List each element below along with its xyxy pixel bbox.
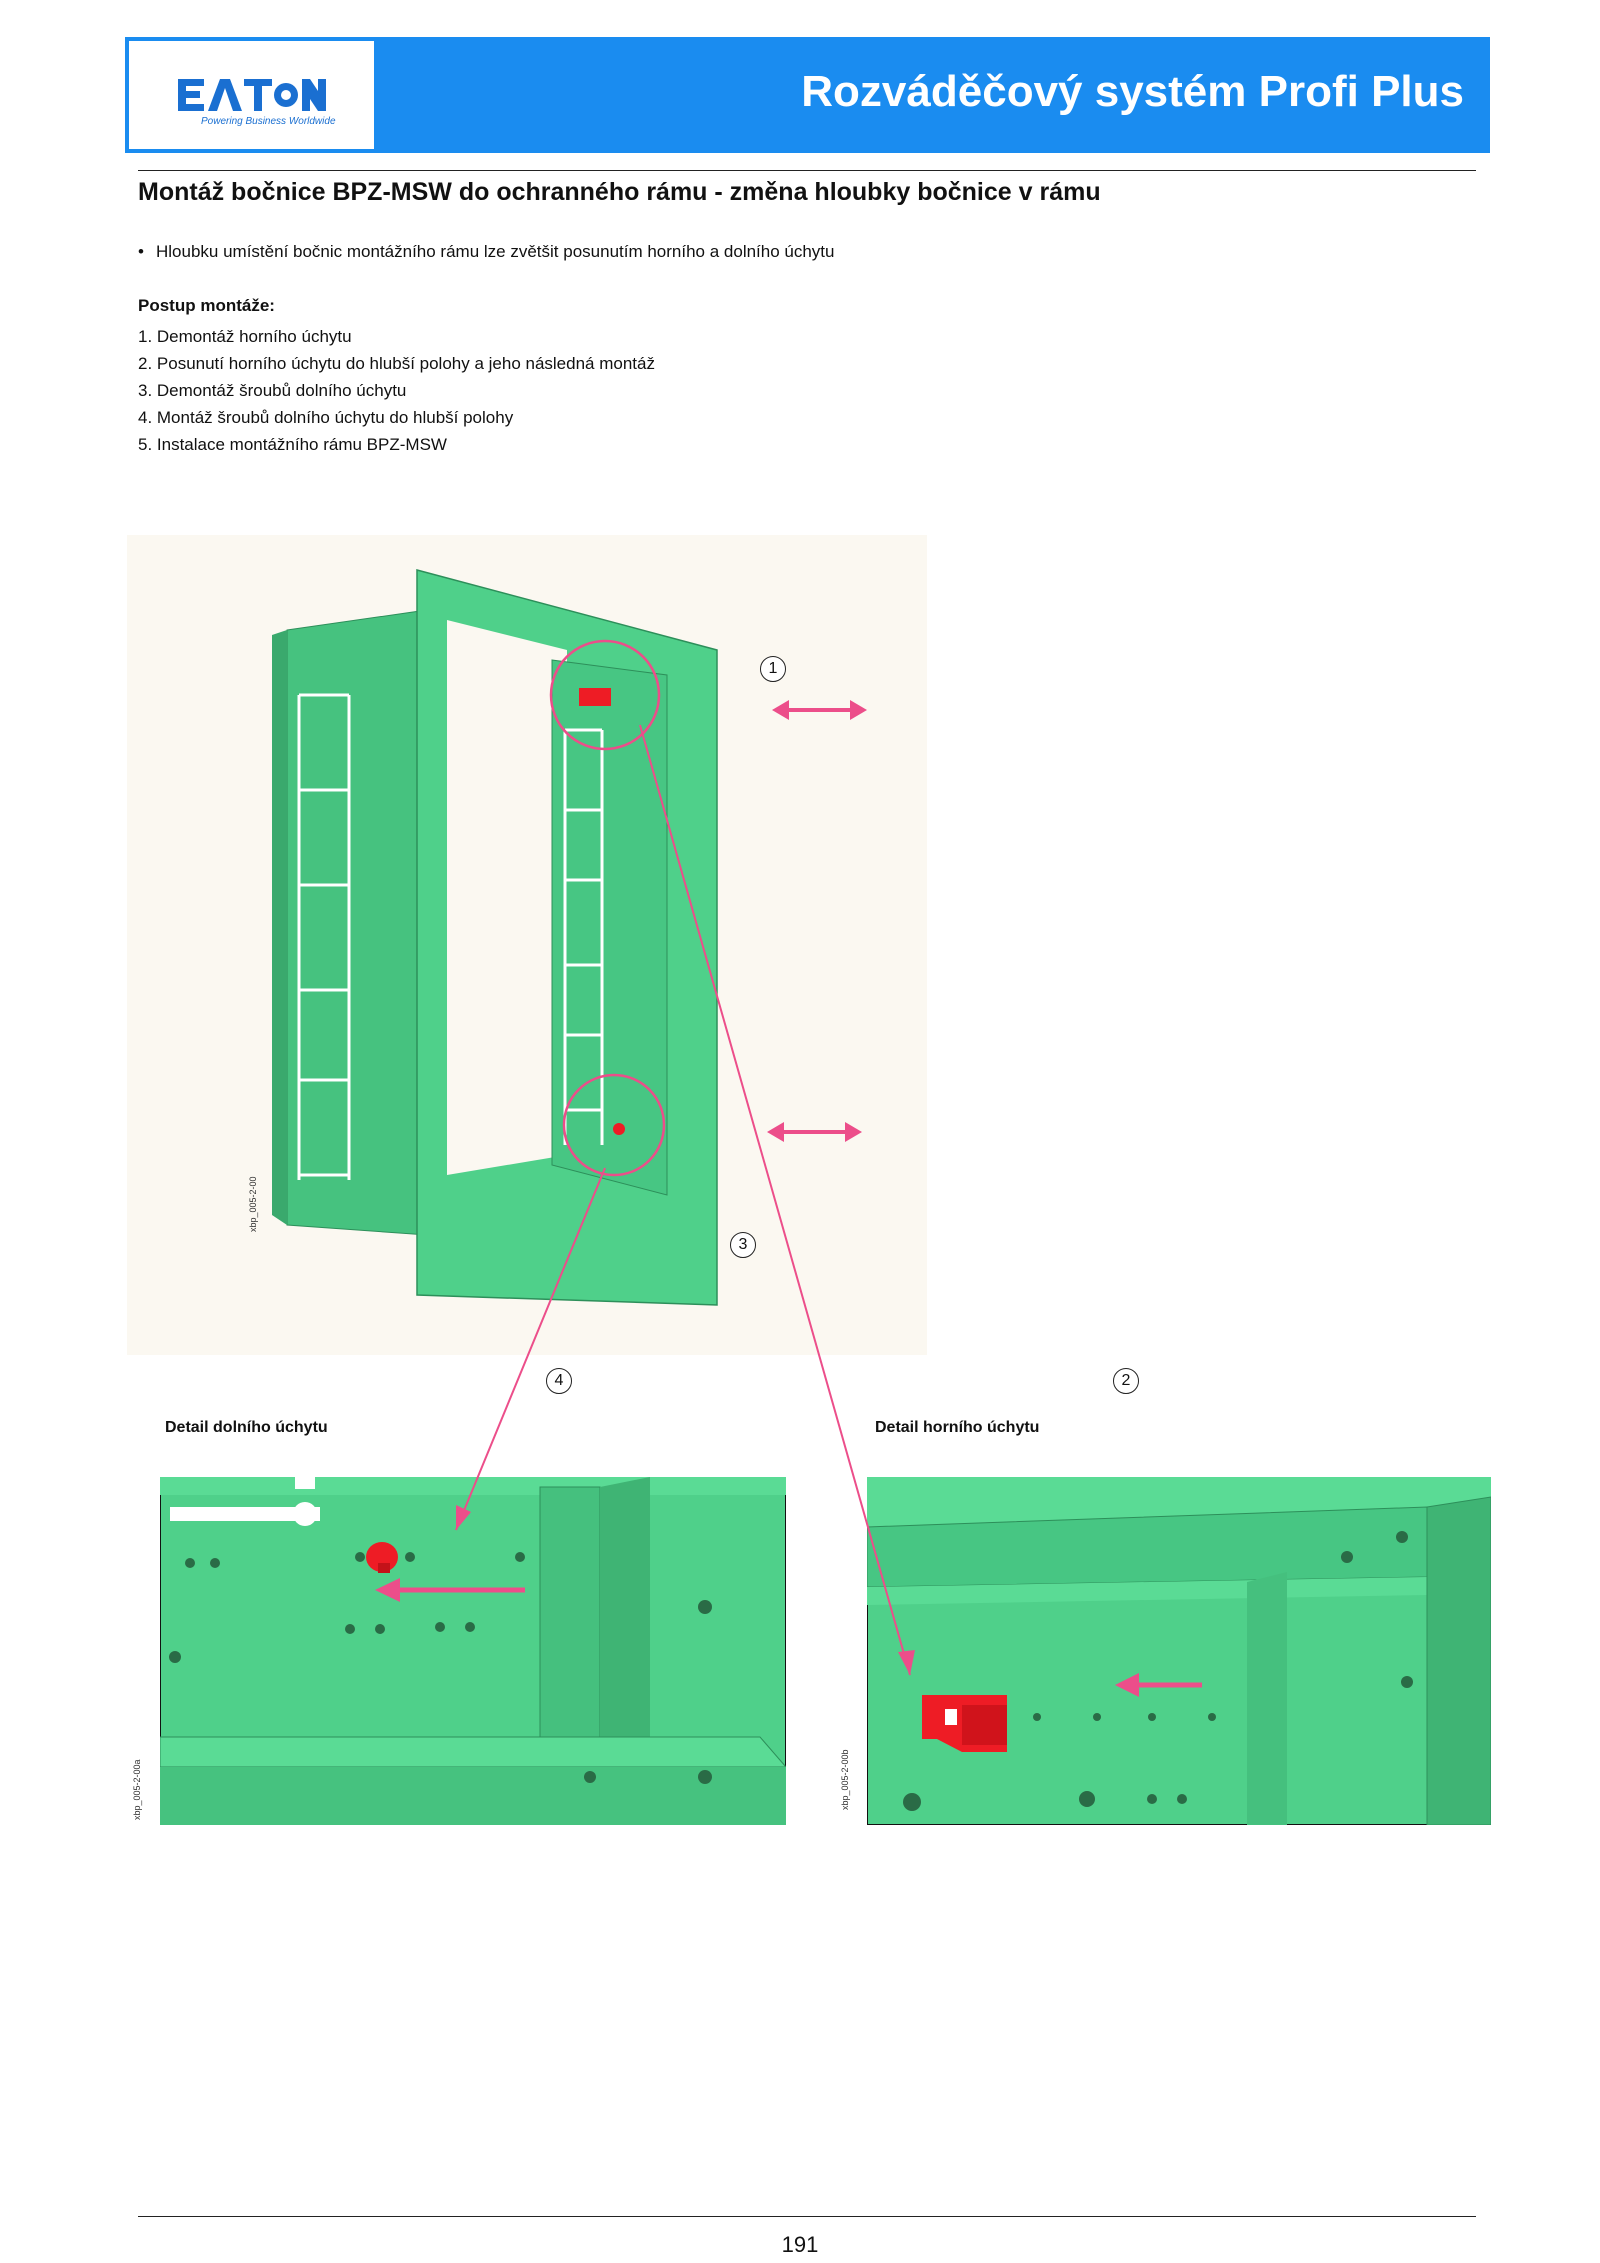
procedure-steps: 1. Demontáž horního úchytu 2. Posunutí h… [138, 323, 655, 458]
frame-illustration [127, 535, 927, 1355]
step-3: 3. Demontáž šroubů dolního úchytu [138, 381, 407, 400]
lower-detail-caption: Detail dolního úchytu [165, 1419, 328, 1436]
procedure-title: Postup montáže: [138, 296, 275, 315]
callout-2: 2 [1113, 1368, 1139, 1394]
callout-1: 1 [760, 656, 786, 682]
footer-divider [138, 2216, 1476, 2217]
upper-detail-caption: Detail horního úchytu [875, 1419, 1040, 1436]
bullet-text: Hloubku umístění bočnic montážního rámu … [156, 242, 835, 261]
upper-figure-code: xbp_005-2-00b [840, 1749, 850, 1810]
callout-3: 3 [730, 1232, 756, 1258]
callout-4: 4 [546, 1368, 572, 1394]
page-header: Powering Business Worldwide Rozváděčový … [125, 37, 1490, 153]
section-title: Montáž bočnice BPZ-MSW do ochranného rám… [138, 178, 1101, 206]
step-5: 5. Instalace montážního rámu BPZ-MSW [138, 435, 447, 454]
step-2: 2. Posunutí horního úchytu do hlubší pol… [138, 354, 655, 373]
brand-wordmark [178, 75, 328, 124]
page-title: Rozváděčový systém Profi Plus [801, 67, 1464, 116]
step-1: 1. Demontáž horního úchytu [138, 327, 352, 346]
page-number: 191 [781, 2232, 819, 2257]
header-divider [138, 170, 1476, 171]
bullet-dot-icon: • [138, 242, 144, 261]
lower-detail-illustration [160, 1477, 786, 1825]
brand-logo: Powering Business Worldwide [129, 41, 374, 149]
step-4: 4. Montáž šroubů dolního úchytu do hlubš… [138, 408, 514, 427]
main-figure-code: xbp_005-2-00 [248, 1176, 258, 1232]
info-bullet: • Hloubku umístění bočnic montážního rámu… [138, 242, 835, 262]
lower-figure-code: xbp_005-2-00a [132, 1759, 142, 1820]
upper-detail-illustration [867, 1477, 1491, 1825]
brand-tagline: Powering Business Worldwide [201, 116, 336, 127]
